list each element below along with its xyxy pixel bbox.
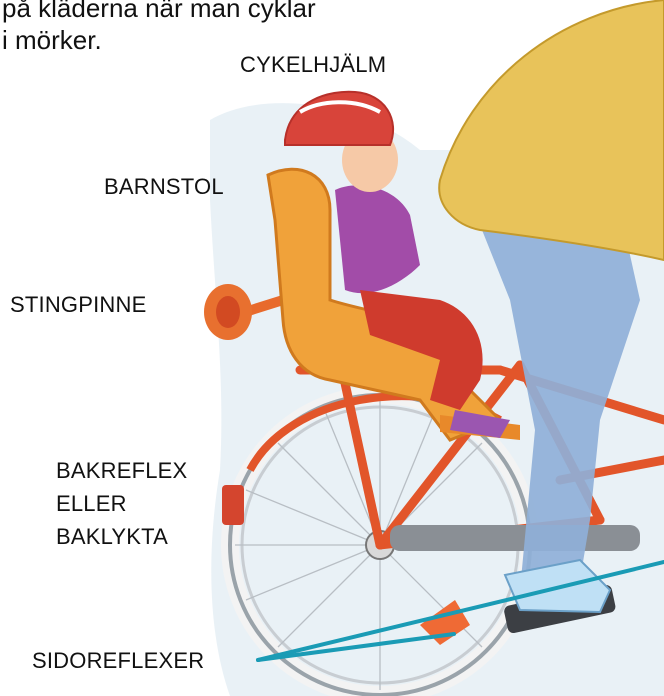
label-cykelhjalm: CYKELHJÄLM xyxy=(240,52,386,78)
chain-guard xyxy=(390,525,640,551)
label-bakreflex-line1: BAKREFLEX xyxy=(56,454,187,487)
helmet xyxy=(285,92,393,145)
label-bakreflex-line3: BAKLYKTA xyxy=(56,520,187,553)
label-sidoreflexer: SIDOREFLEXER xyxy=(32,648,204,674)
adult-jacket xyxy=(439,0,664,260)
label-barnstol: BARNSTOL xyxy=(104,174,224,200)
label-bakreflex-line2: ELLER xyxy=(56,487,187,520)
label-stingpinne: STINGPINNE xyxy=(10,292,146,318)
label-bakreflex-group: BAKREFLEX ELLER BAKLYKTA xyxy=(56,454,187,553)
rear-reflector xyxy=(222,485,244,525)
